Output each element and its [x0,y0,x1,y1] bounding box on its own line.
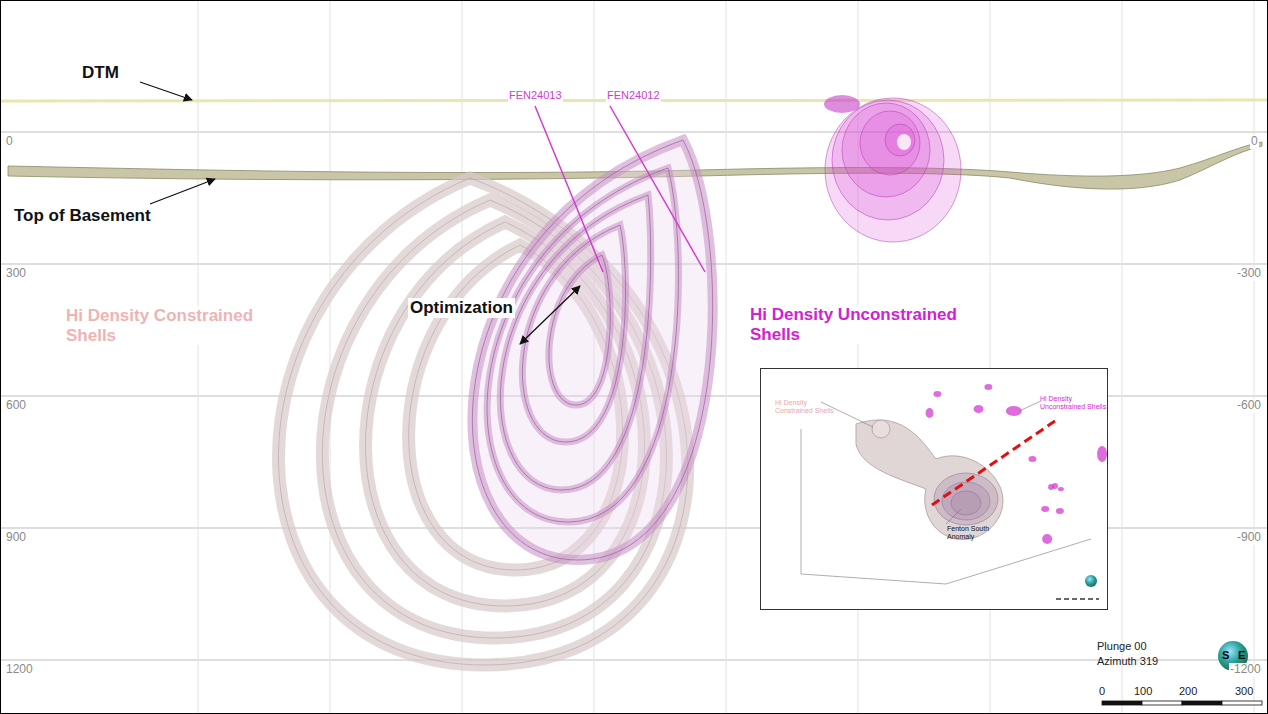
inset-constrained-shell [856,420,1003,540]
inset-leader [946,509,961,524]
inset-anomaly-shell [951,491,981,515]
optimised-shell [522,225,625,442]
optimization-arrow [520,286,580,344]
grid-line [1254,0,1255,714]
unconstrained-shell-core [897,134,911,150]
grid-line [462,0,463,714]
section-line [929,421,1055,507]
inset-axes [801,429,1091,584]
unconstrained-shell [825,98,961,242]
elevation-label: 0 [5,135,14,149]
drill-hole [610,106,705,272]
elevation-label: -300 [1236,267,1262,281]
inset-unconstrained-shell [974,405,984,413]
view-azimuth: Azimuth 319 [1097,655,1158,668]
inset-view: Hi Density Constrained Shells Hi Density … [760,368,1108,610]
inset-unconstrained-shell [1041,506,1049,512]
inset-unconstrained-shell [1028,456,1036,462]
elevation-label: -900 [1236,531,1262,545]
inset-label: Hi Density Constrained Shells [775,399,845,414]
scale-bar [1222,701,1262,705]
grid-line [1122,0,1123,714]
grid-line [0,132,1268,133]
elevation-label: 900 [5,531,27,545]
drill-hole [535,106,603,272]
optimised-shell [549,255,610,405]
inset-constrained-shell [872,420,890,438]
inset-label: Fenton South Anomaly [947,525,1017,540]
inset-unconstrained-shell [1056,508,1064,514]
optimised-shell [500,195,650,490]
optimised-shell-edge [522,225,625,442]
optimised-shell-edge [500,195,650,490]
unconstrained-shell [860,111,920,175]
optimised-shell-edge [472,140,712,560]
inset-scale-bar [1056,598,1099,600]
scale-number: 200 [1179,685,1197,698]
grid-line [198,0,199,714]
legend-label: Hi Density Unconstrained Shells [748,305,967,344]
scale-bar [1102,701,1142,705]
elevation-label: 0 [1250,135,1259,149]
compass-letter: E [1238,649,1245,662]
grid-line [726,0,727,714]
inset-unconstrained-shell [1097,446,1107,462]
leader-arrow [150,179,215,204]
inset-unconstrained-shell [1058,487,1064,491]
annotation: Optimization [408,298,515,318]
inset-unconstrained-shell [926,408,934,418]
inset-label: Hi Density Unconstrained Shells [1040,395,1107,410]
compass-letter: S [1222,649,1229,662]
inset-unconstrained-shell [984,384,992,390]
surface-label: Top of Basement [12,206,153,226]
elevation-label: 300 [5,267,27,281]
elevation-label: -1200 [1229,663,1262,677]
elevation-label: 1200 [5,663,34,677]
inset-leader [1019,401,1041,411]
grid-line [0,660,1268,661]
leader-arrow [140,82,192,100]
inset-unconstrained-shell [1052,483,1058,489]
inset-unconstrained-shell [1042,534,1052,544]
scale-bar [1182,701,1222,705]
inset-anomaly-shell [934,473,998,525]
drill-hole-label: FEN24012 [606,89,661,102]
unconstrained-shell [842,103,930,197]
inset-unconstrained-shell [933,391,941,397]
scale-bar [1142,701,1182,705]
unconstrained-shell [885,124,915,156]
scale-number: 300 [1235,685,1253,698]
optimised-shell [472,140,712,560]
inset-anomaly-shell [942,482,990,520]
scale-number: 0 [1099,685,1105,698]
elevation-label: 600 [5,399,27,413]
view-plunge: Plunge 00 [1097,640,1147,653]
drill-hole-label: FEN24013 [508,89,563,102]
surface-label: DTM [80,63,121,83]
inset-globe [1085,575,1097,587]
elevation-label: -600 [1236,399,1262,413]
unconstrained-shell [824,95,860,113]
unconstrained-shell [832,100,944,220]
inset-leader [821,402,873,427]
scale-number: 100 [1134,685,1152,698]
legend-label: Hi Density Constrained Shells [64,306,283,345]
optimised-shell-edge [549,255,610,405]
